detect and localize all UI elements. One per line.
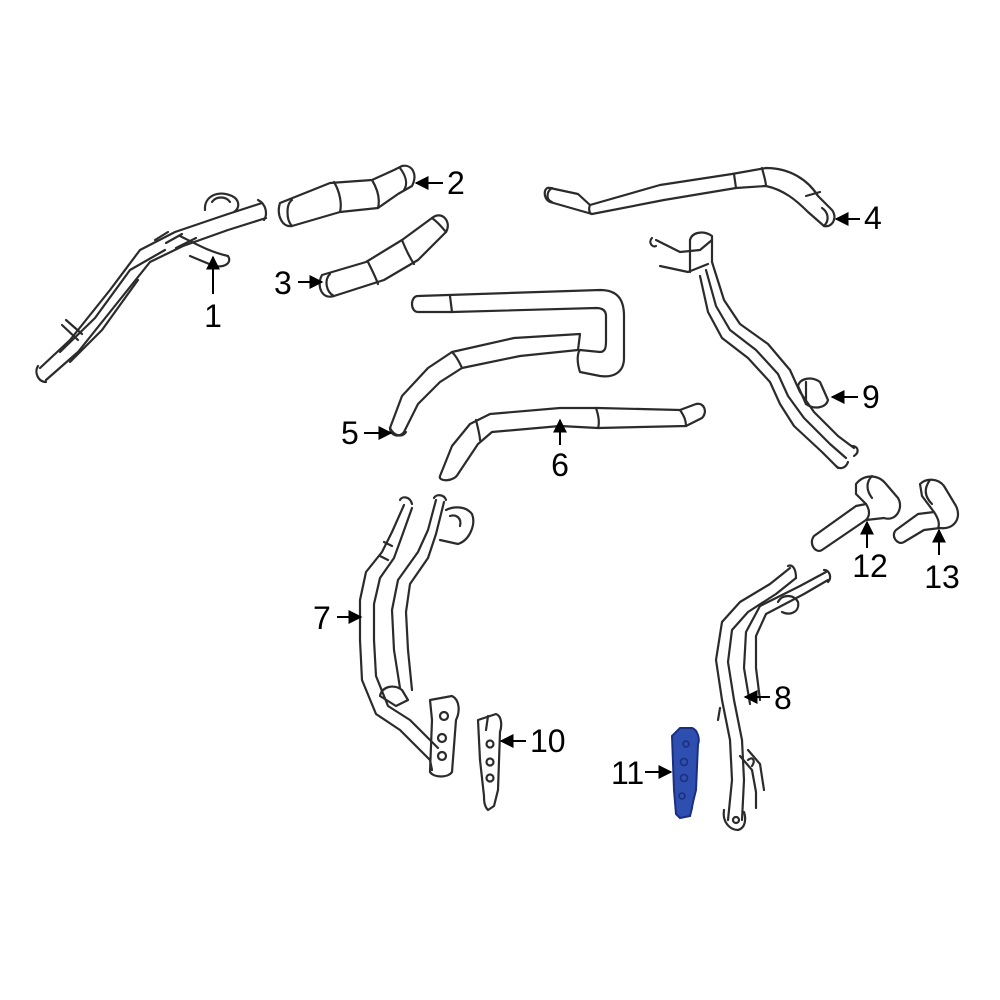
callout-10[interactable]: 10	[530, 723, 566, 759]
part-5-hose[interactable]	[388, 288, 626, 437]
part-3-hose[interactable]	[318, 214, 449, 298]
callout-3[interactable]: 3	[274, 265, 292, 301]
callout-5[interactable]: 5	[341, 415, 359, 451]
callout-7[interactable]: 7	[313, 600, 331, 636]
callout-labels: 1 2 3 4 5 6 7 8 9 10 11 12 13	[204, 165, 960, 791]
callout-2[interactable]: 2	[447, 165, 465, 201]
callout-4[interactable]: 4	[864, 200, 882, 236]
part-12-hose[interactable]	[810, 474, 902, 552]
callout-8[interactable]: 8	[774, 680, 792, 716]
part-7-pipe-assembly[interactable]	[358, 494, 475, 778]
part-13-hose[interactable]	[892, 478, 960, 544]
callout-1[interactable]: 1	[204, 298, 222, 334]
callout-arrows	[206, 176, 946, 779]
part-2-hose[interactable]	[277, 164, 416, 228]
part-11-bracket-highlighted[interactable]	[670, 727, 700, 820]
callout-13[interactable]: 13	[924, 559, 960, 595]
part-6-hose[interactable]	[438, 402, 706, 482]
part-10-bracket[interactable]	[476, 712, 503, 812]
callout-11[interactable]: 11	[611, 755, 644, 791]
callout-12[interactable]: 12	[852, 548, 888, 584]
part-9-pipe-assembly[interactable]	[649, 231, 859, 470]
callout-9[interactable]: 9	[862, 379, 880, 415]
part-4-hose[interactable]	[543, 166, 836, 228]
callout-6[interactable]: 6	[551, 447, 569, 483]
part-8-pipe-assembly[interactable]	[714, 564, 832, 832]
part-1-heater-pipe[interactable]	[35, 192, 268, 384]
